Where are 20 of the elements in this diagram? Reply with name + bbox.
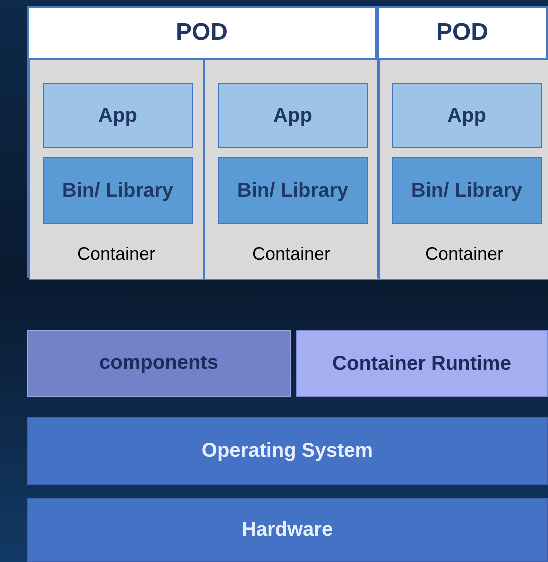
pod-box: [27, 6, 377, 278]
library-layer-box: Bin/ Library: [43, 157, 193, 224]
os-layer-box: Operating System: [27, 417, 548, 485]
app-layer-box: App: [43, 83, 193, 148]
app-layer-box: App: [392, 83, 542, 148]
hardware-layer-box: Hardware: [27, 498, 548, 562]
app-layer-box: App: [218, 83, 368, 148]
container-box: [204, 59, 379, 280]
pod-box: [377, 6, 548, 278]
pod-header: POD: [29, 8, 375, 59]
library-layer-box: Bin/ Library: [218, 157, 368, 224]
container-label: Container: [76, 243, 157, 266]
container-box: [29, 59, 204, 280]
container-box: [379, 59, 548, 280]
components-layer-box: components: [27, 330, 291, 397]
runtime-layer-box: Container Runtime: [296, 330, 548, 397]
container-label: Container: [424, 243, 505, 266]
library-layer-box: Bin/ Library: [392, 157, 542, 224]
container-label: Container: [251, 243, 332, 266]
pod-header: POD: [379, 8, 546, 59]
